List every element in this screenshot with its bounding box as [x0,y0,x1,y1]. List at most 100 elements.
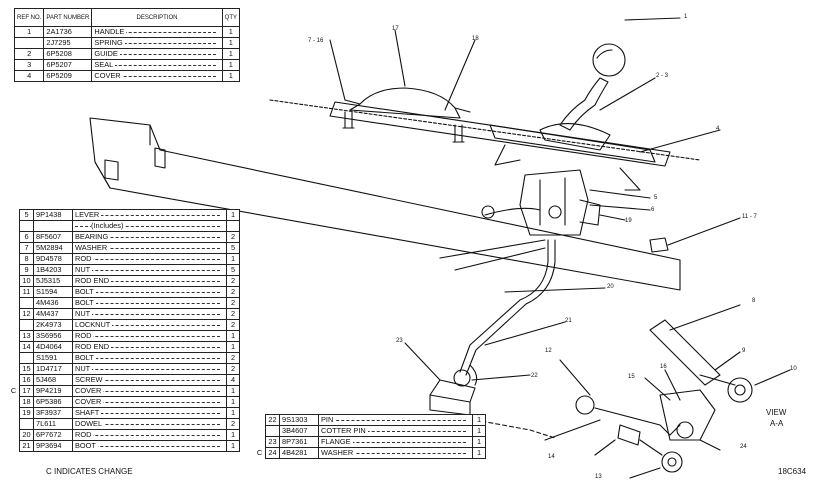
cell-part: 9P3694 [33,440,73,452]
cell-ref: 18 [19,396,34,408]
cell-part: 6P7672 [33,429,73,441]
cell-desc: ROD [72,429,227,441]
cell-qty: 1 [221,37,241,49]
cell-desc: COVER [91,70,223,82]
cell-ref [19,352,34,364]
cell-c: C [256,448,263,458]
cell-qty: 1 [472,414,486,426]
cell-ref [19,297,34,309]
cell-desc: ROD END [72,275,227,287]
cell-ref: 11 [19,286,34,298]
cell-desc: SHAFT [72,407,227,419]
callout-14: 14 [548,454,555,460]
cell-ref: 4 [13,70,45,82]
transmission-cover [269,99,701,161]
cell-desc: ROD [72,253,227,265]
bracket-19 [659,389,716,441]
cell-ref: 12 [19,308,34,320]
cell-qty: 1 [221,26,241,38]
cell-c [254,437,266,448]
figure-number: 18C634 [778,467,807,476]
cell-qty: 1 [226,253,240,265]
cell-qty: 5 [226,242,240,254]
cell-qty: 2 [226,275,240,287]
cell-ref: 10 [19,275,34,287]
cell-qty: 1 [472,436,486,448]
cell-part: 1D4717 [33,363,73,375]
table-row: (Includes) [8,220,240,232]
handle-shaft [559,77,609,131]
cell-c [8,309,20,320]
cell-ref: 21 [19,440,34,452]
cell-ref [19,418,34,430]
cell-qty: 2 [226,286,240,298]
callout-10: 10 [790,366,797,372]
cell-ref: 9 [19,264,34,276]
cell-desc: NUT [72,308,227,320]
cell-desc: BOLT [72,352,227,364]
cell-qty: 4 [226,374,240,386]
col-ref-header: REF NO. [13,8,45,27]
callout-23: 23 [396,338,403,344]
cell-c [8,254,20,265]
cell-c [8,408,20,419]
cell-part: 9S1303 [279,414,319,426]
callout-4: 4 [716,126,720,132]
cell-qty: 2 [226,363,240,375]
cell-part: 7L611 [33,418,73,430]
cell-qty: 1 [221,59,241,71]
view-section-label: A-A [770,419,784,428]
cell-ref: 7 [19,242,34,254]
cell-ref: 24 [265,447,280,459]
cell-ref: 3 [13,59,45,71]
cell-c [8,419,20,430]
cell-part: 9D4578 [33,253,73,265]
cell-part: 9P1438 [33,209,73,221]
cell-desc: WASHER [318,447,473,459]
cell-desc: BOLT [72,297,227,309]
cell-desc-text: ROD [75,254,94,264]
cell-qty: 2 [226,308,240,320]
cell-desc-text: ROD END [75,276,112,286]
callout-8: 8 [752,298,756,304]
handle-knob [592,43,626,77]
cell-part: 2A1736 [43,26,93,38]
cell-c [8,210,20,221]
cell-desc: BOLT [72,286,227,298]
cell-c [8,232,20,243]
cell-part: 2K4973 [33,319,73,331]
cell-part: 4M437 [33,308,73,320]
cell-qty: 1 [226,330,240,342]
cell-c [8,221,20,232]
cell-c [8,397,20,408]
cell-ref: 2 [13,48,45,60]
cell-desc-text: ROD END [75,342,112,352]
cell-desc-text: DOWEL [75,419,105,429]
cell-part: 3B4607 [279,425,319,437]
cell-ref: 8 [19,253,34,265]
cell-ref: 23 [265,436,280,448]
cell-desc-text: NUT [75,309,93,319]
cell-desc: LEVER [72,209,227,221]
cell-part: 5J5315 [33,275,73,287]
cell-qty: 2 [226,231,240,243]
cell-ref: 14 [19,341,34,353]
cell-part [33,220,73,232]
cell-qty: 1 [226,429,240,441]
cell-c [8,287,20,298]
cell-part: 6P5208 [43,48,93,60]
